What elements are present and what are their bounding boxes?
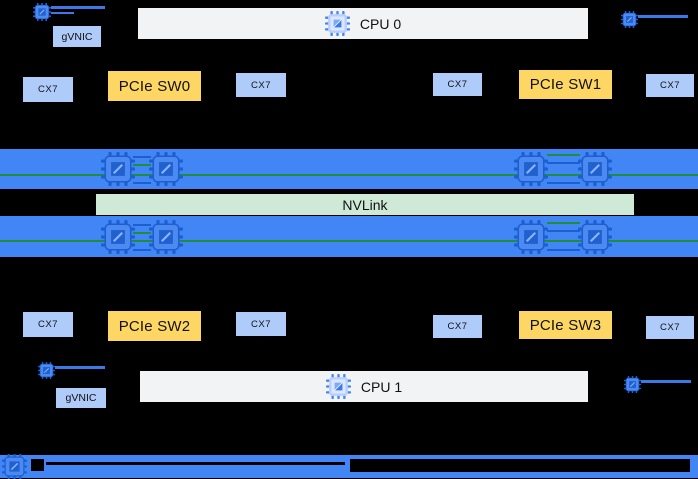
cx7-nic-box: CX7 (433, 315, 482, 338)
cx7-label: CX7 (447, 79, 468, 90)
network-fabric-bar (0, 454, 698, 479)
cpu1-box: CPU 1 (140, 371, 588, 402)
nic-chip-icon (38, 362, 55, 379)
cx7-label: CX7 (660, 322, 680, 333)
nic-chip-icon (2, 454, 27, 479)
gpu-chip-icon (149, 219, 183, 255)
pcie-sw3-label: PCIe SW3 (529, 316, 602, 334)
gpu-chip-icon (578, 151, 612, 187)
nic-chip-icon (33, 3, 51, 21)
cx7-label: CX7 (251, 318, 271, 330)
gpu-row-top (0, 149, 698, 189)
pcie-sw1-box: PCIe SW1 (519, 70, 612, 99)
nvlink-connector-lines (133, 249, 151, 251)
gpu-chip-icon (149, 151, 183, 187)
cpu-chip-icon (325, 374, 351, 399)
obscured-text-region (46, 462, 345, 465)
cx7-nic-box: CX7 (236, 312, 286, 336)
cpu-chip-icon (324, 11, 350, 36)
cx7-nic-box: CX7 (23, 312, 73, 337)
gpu-chip-icon (101, 151, 135, 187)
nvlink-bus: NVLink (96, 194, 634, 215)
nic-chip-icon (624, 376, 641, 393)
cx7-label: CX7 (447, 321, 468, 332)
nvlink-connector-lines (133, 164, 151, 166)
cx7-label: CX7 (660, 80, 680, 91)
pcie-sw3-box: PCIe SW3 (519, 311, 612, 339)
obscured-text-region (350, 459, 690, 472)
gvnic-box-top: gVNIC (53, 26, 101, 47)
network-connection-line (55, 366, 105, 369)
nvlink-connector-lines (547, 230, 580, 232)
nvlink-connector-lines (547, 222, 580, 224)
network-connection-line (51, 6, 105, 9)
cpu0-box: CPU 0 (138, 8, 588, 39)
cx7-nic-box: CX7 (646, 74, 694, 97)
gpu-chip-icon (514, 219, 548, 255)
gpu-chip-icon (514, 151, 548, 187)
gpu-chip-icon (578, 219, 612, 255)
cx7-nic-box: CX7 (646, 316, 694, 339)
nvlink-connector-lines (547, 182, 580, 184)
nic-chip-icon (621, 11, 638, 28)
cx7-label: CX7 (38, 84, 58, 95)
nvlink-connector-lines (133, 182, 151, 184)
cx7-nic-box: CX7 (236, 73, 286, 97)
cx7-nic-box: CX7 (433, 73, 482, 96)
nvlink-connection-line (0, 174, 698, 176)
cx7-nic-box: CX7 (23, 77, 73, 102)
obscured-text-region (31, 459, 44, 471)
pcie-sw0-label: PCIe SW0 (118, 77, 191, 95)
pcie-sw2-box: PCIe SW2 (108, 311, 201, 341)
nvlink-connector-lines (547, 154, 580, 156)
pcie-sw0-box: PCIe SW0 (108, 71, 201, 101)
network-connection-line (641, 380, 691, 383)
gpu-row-bottom (0, 216, 698, 257)
cx7-label: CX7 (38, 319, 58, 330)
nvlink-connector-lines (547, 162, 580, 164)
cpu0-label: CPU 0 (359, 15, 402, 32)
network-connection-line (638, 15, 688, 18)
cx7-label: CX7 (251, 79, 271, 91)
nvlink-connection-line (0, 240, 698, 242)
nvlink-connector-lines (133, 224, 151, 226)
network-connection-line (51, 12, 74, 14)
nvlink-label: NVLink (342, 196, 388, 213)
pcie-sw2-label: PCIe SW2 (118, 317, 191, 335)
nvlink-connector-lines (133, 156, 151, 158)
gpu-chip-icon (101, 219, 135, 255)
gvnic-label: gVNIC (65, 392, 97, 404)
nvlink-connector-lines (547, 249, 580, 251)
gvnic-label: gVNIC (61, 30, 93, 43)
cpu1-label: CPU 1 (360, 378, 403, 395)
pcie-sw1-label: PCIe SW1 (529, 76, 602, 93)
nvlink-connector-lines (133, 232, 151, 234)
gvnic-box-bottom: gVNIC (56, 388, 106, 408)
